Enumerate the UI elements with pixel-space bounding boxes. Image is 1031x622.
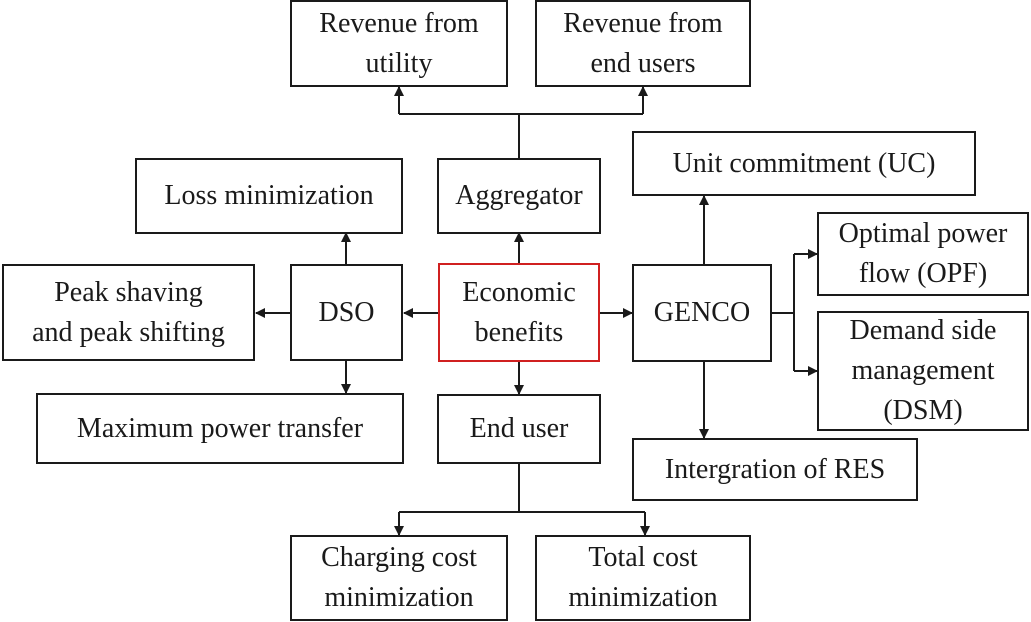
dso-node: DSO: [290, 264, 403, 361]
node-label: Maximum power transfer: [76, 412, 364, 444]
node-label-line: minimization: [568, 582, 718, 613]
node-label-line: utility: [365, 47, 433, 79]
node-label-line: Total cost: [588, 542, 698, 573]
revenue-from-end-users-node: Revenue from end users: [535, 0, 751, 87]
node-label-line: and peak shifting: [32, 316, 225, 348]
optimal-power-flow-node: Optimal power flow (OPF): [817, 212, 1029, 296]
node-label: Unit commitment (UC): [672, 147, 936, 179]
maximum-power-transfer-node: Maximum power transfer: [36, 393, 404, 464]
node-label-line: Optimal power: [838, 218, 1008, 249]
economic-benefits-node: Economic benefits: [438, 263, 600, 362]
integration-of-res-node: Intergration of RES: [632, 438, 918, 501]
node-label: Loss minimization: [164, 180, 374, 211]
peak-shaving-node: Peak shaving and peak shifting: [2, 264, 255, 361]
genco-node: GENCO: [632, 264, 772, 362]
node-label-line: Demand side: [849, 315, 997, 346]
demand-side-management-node: Demand side management (DSM): [817, 311, 1029, 431]
node-label: GENCO: [653, 297, 751, 328]
node-label-line: benefits: [474, 316, 564, 348]
node-label-line: flow (OPF): [858, 258, 988, 289]
total-cost-minimization-node: Total cost minimization: [535, 535, 751, 621]
node-label-line: Economic: [462, 276, 576, 308]
aggregator-node: Aggregator: [437, 158, 601, 234]
charging-cost-minimization-node: Charging cost minimization: [290, 535, 508, 621]
node-label-line: management: [851, 355, 995, 386]
node-label-line: Revenue from: [319, 7, 479, 39]
node-label-line: minimization: [324, 582, 474, 613]
node-label-line: Charging cost: [321, 542, 477, 573]
end-user-node: End user: [437, 394, 601, 464]
node-label-line: end users: [590, 47, 696, 79]
loss-minimization-node: Loss minimization: [135, 158, 403, 234]
node-label: End user: [469, 413, 569, 444]
unit-commitment-node: Unit commitment (UC): [632, 131, 976, 196]
revenue-from-utility-node: Revenue from utility: [290, 0, 508, 87]
node-label-line: (DSM): [883, 395, 963, 426]
node-label-line: Revenue from: [563, 7, 723, 39]
node-label-line: Peak shaving: [54, 276, 203, 308]
node-label: Aggregator: [455, 180, 583, 211]
node-label: DSO: [318, 296, 375, 328]
node-label: Intergration of RES: [664, 453, 886, 485]
